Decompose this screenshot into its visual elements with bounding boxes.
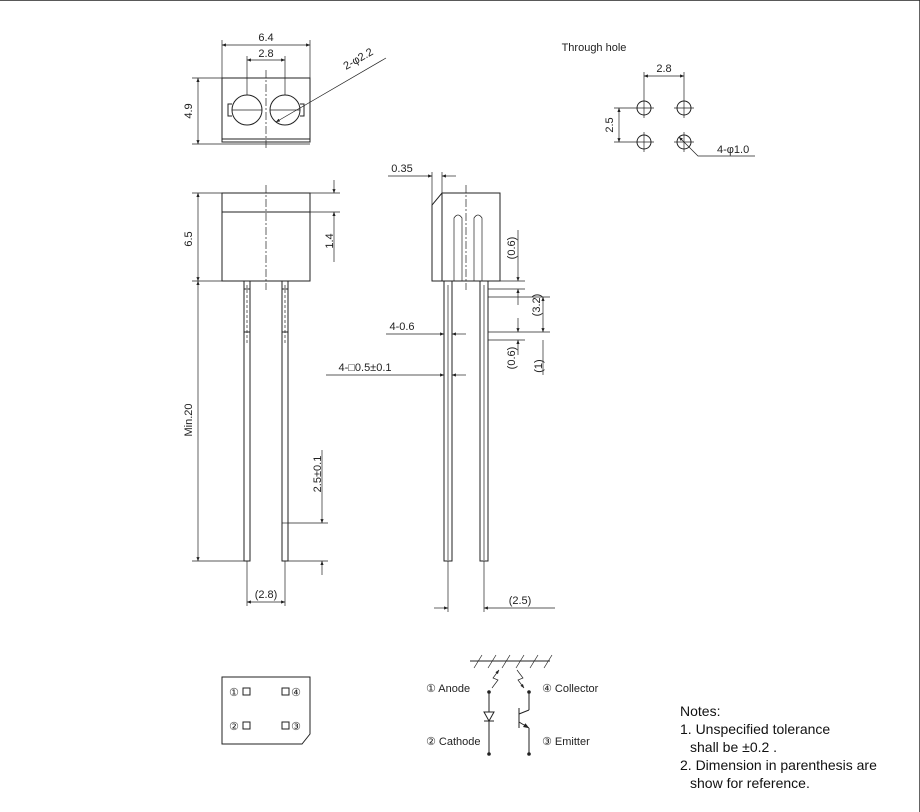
dim-taper: 0.35 bbox=[391, 163, 412, 175]
dim-lead-width: 4-0.6 bbox=[389, 321, 414, 333]
hole-bl bbox=[634, 132, 654, 152]
pin2-label: ② bbox=[229, 721, 239, 733]
dim-lead-pitch: (2.8) bbox=[255, 589, 278, 601]
dim-lens: 2-φ2.2 bbox=[342, 46, 376, 73]
top-view: 6.4 2.8 4.9 2-φ2.2 bbox=[183, 32, 387, 150]
circuit-diagram: ① Anode ② Cathode ④ Collector ③ Emitter bbox=[426, 654, 599, 756]
dim-32: (3.2) bbox=[531, 294, 543, 317]
dim-06-bottom: (0.6) bbox=[506, 347, 518, 370]
dim-top-pitch: 2.8 bbox=[258, 48, 273, 60]
collector-label: ④ Collector bbox=[542, 683, 599, 695]
dim-lead-square: 4-□0.5±0.1 bbox=[338, 362, 391, 374]
dim-hole-pitch-y: 2.5 bbox=[604, 117, 616, 132]
hole-tr bbox=[674, 98, 694, 118]
front-view: 6.5 Min.20 1.4 2.5±0.1 (2.8) bbox=[183, 180, 340, 606]
pinout-view: ① ④ ② ③ bbox=[221, 676, 311, 745]
dim-hole-pitch-x: 2.8 bbox=[656, 63, 671, 75]
dim-offset: (2.5) bbox=[509, 595, 532, 607]
dim-top-height: 4.9 bbox=[183, 103, 195, 118]
anode-label: ① Anode bbox=[426, 683, 470, 695]
hole-tl bbox=[634, 98, 654, 118]
through-hole-view: Through hole 2.8 2.5 4-φ1.0 bbox=[562, 42, 755, 157]
note-1-cont: shall be ±0.2 . bbox=[690, 739, 778, 755]
dim-body-height: 6.5 bbox=[183, 231, 195, 246]
notes-heading: Notes: bbox=[680, 703, 721, 719]
pin4-label: ④ bbox=[291, 687, 301, 699]
notes-block: Notes: 1. Unspecified tolerance shall be… bbox=[680, 702, 915, 792]
dim-top-width: 6.4 bbox=[258, 32, 273, 44]
cathode-label: ② Cathode bbox=[426, 736, 481, 748]
note-2: 2. Dimension in parenthesis are bbox=[680, 757, 877, 773]
dim-06-top: (0.6) bbox=[506, 237, 518, 260]
dim-lead-length: Min.20 bbox=[183, 403, 195, 436]
pin3-label: ③ bbox=[291, 721, 301, 733]
dim-hole-size: 4-φ1.0 bbox=[717, 144, 749, 156]
side-view: 0.35 4-0.6 4-□0.5±0.1 (0.6) (3.2) (0.6) … bbox=[326, 163, 555, 612]
dim-lead-bottom: 2.5±0.1 bbox=[312, 456, 324, 493]
note-2-cont: show for reference. bbox=[690, 775, 810, 791]
dim-top-band: 1.4 bbox=[324, 233, 336, 248]
emitter-label: ③ Emitter bbox=[542, 736, 590, 748]
through-hole-title: Through hole bbox=[562, 42, 627, 54]
note-1: 1. Unspecified tolerance bbox=[680, 721, 831, 737]
dim-1: (1) bbox=[533, 359, 545, 372]
pin1-label: ① bbox=[229, 687, 239, 699]
